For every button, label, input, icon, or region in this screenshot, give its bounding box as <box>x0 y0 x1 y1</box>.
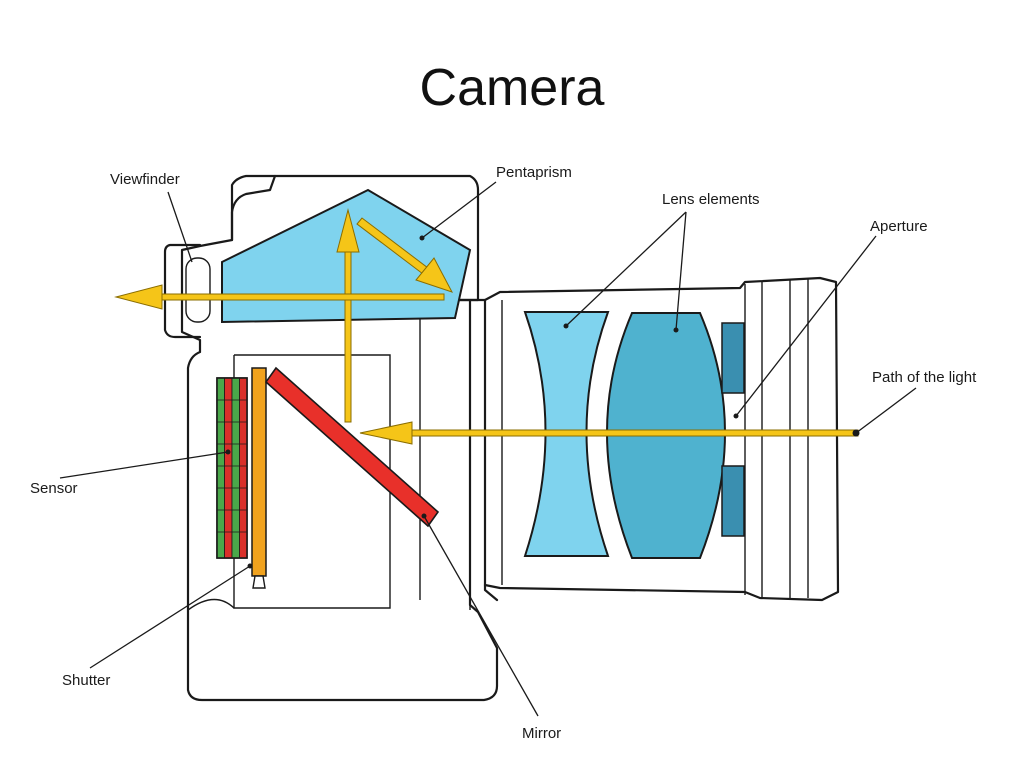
top-hump <box>230 174 277 242</box>
light-arrow-left <box>359 421 413 445</box>
label-pentaprism: Pentaprism <box>496 164 572 181</box>
lens-mount <box>453 298 499 602</box>
leader-aperture <box>735 235 877 417</box>
leader-viewfinder <box>167 191 193 263</box>
light-ray-out <box>159 293 445 301</box>
light-arrow-diagonal <box>415 257 454 293</box>
grip <box>187 598 235 611</box>
leader-pentaprism <box>421 181 497 239</box>
aperture-blade-top <box>721 322 745 394</box>
light-arrow-out <box>114 284 163 310</box>
leader-sensor <box>59 451 229 479</box>
light-ray-up <box>344 249 352 423</box>
label-path-of-light: Path of the light <box>872 369 977 386</box>
light-path <box>114 208 860 445</box>
body-outline <box>180 174 499 702</box>
sensor <box>216 377 248 559</box>
leader-lens-2 <box>675 211 687 331</box>
leader-path <box>855 387 917 434</box>
mirror <box>264 366 440 528</box>
label-viewfinder: Viewfinder <box>110 171 180 188</box>
light-ray-incoming <box>409 429 859 437</box>
shutter <box>251 367 267 589</box>
aperture-blade-bottom <box>721 465 745 537</box>
eyepiece-window <box>185 257 211 323</box>
label-shutter: Shutter <box>62 672 110 689</box>
leader-mirror <box>423 515 539 717</box>
leader-shutter <box>89 565 251 669</box>
leader-lines <box>59 181 917 717</box>
slide-title: Camera <box>419 59 605 117</box>
light-arrow-up <box>336 208 360 253</box>
label-aperture: Aperture <box>870 218 928 235</box>
barrel-outline <box>483 276 840 602</box>
eyepiece <box>163 243 202 339</box>
label-mirror: Mirror <box>522 725 561 742</box>
leader-lens-1 <box>565 211 687 327</box>
lens-barrel <box>483 276 840 602</box>
label-sensor: Sensor <box>30 480 78 497</box>
label-lens-elements: Lens elements <box>662 191 760 208</box>
